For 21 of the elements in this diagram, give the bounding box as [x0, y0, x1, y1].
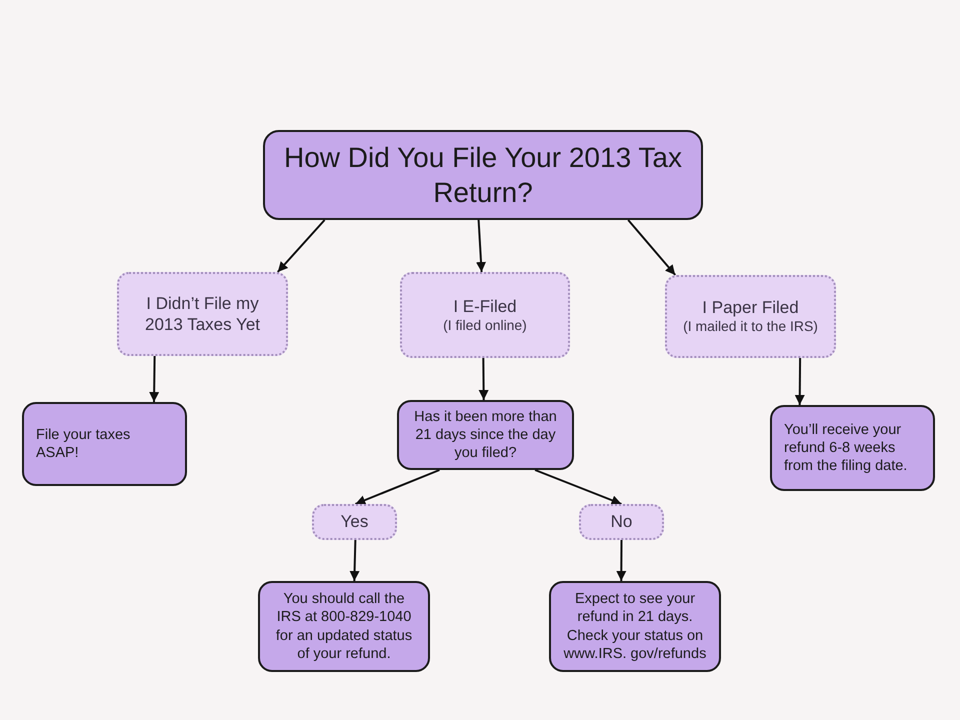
answer-box: You’ll receive your refund 6-8 weeks from the filing date.: [770, 405, 935, 491]
arrow: [354, 469, 440, 505]
arrow: [627, 219, 676, 276]
question-box: How Did You File Your 2013 Tax Return?: [263, 130, 703, 220]
option-box: I E-Filed (I filed online): [400, 272, 570, 358]
arrow: [149, 356, 160, 402]
arrow: [476, 220, 486, 272]
arrow: [350, 540, 360, 582]
option-box: I Didn’t File my 2013 Taxes Yet: [117, 272, 288, 356]
arrow: [616, 540, 626, 581]
answer-box: Expect to see your refund in 21 days. Check your status on www.IRS. gov/refunds: [549, 581, 721, 672]
option-box: Yes: [312, 504, 397, 540]
arrow: [277, 219, 326, 273]
arrow: [534, 469, 622, 505]
arrow: [794, 358, 805, 405]
option-box: I Paper Filed (I mailed it to the IRS): [665, 275, 836, 358]
answer-box: File your taxes ASAP!: [22, 402, 187, 486]
arrow: [478, 358, 489, 400]
answer-box: Has it been more than 21 days since the day you filed?: [397, 400, 574, 470]
option-box: No: [579, 504, 664, 540]
answer-box: You should call the IRS at 800-829-1040 for an updated status of your refund.: [258, 581, 430, 672]
